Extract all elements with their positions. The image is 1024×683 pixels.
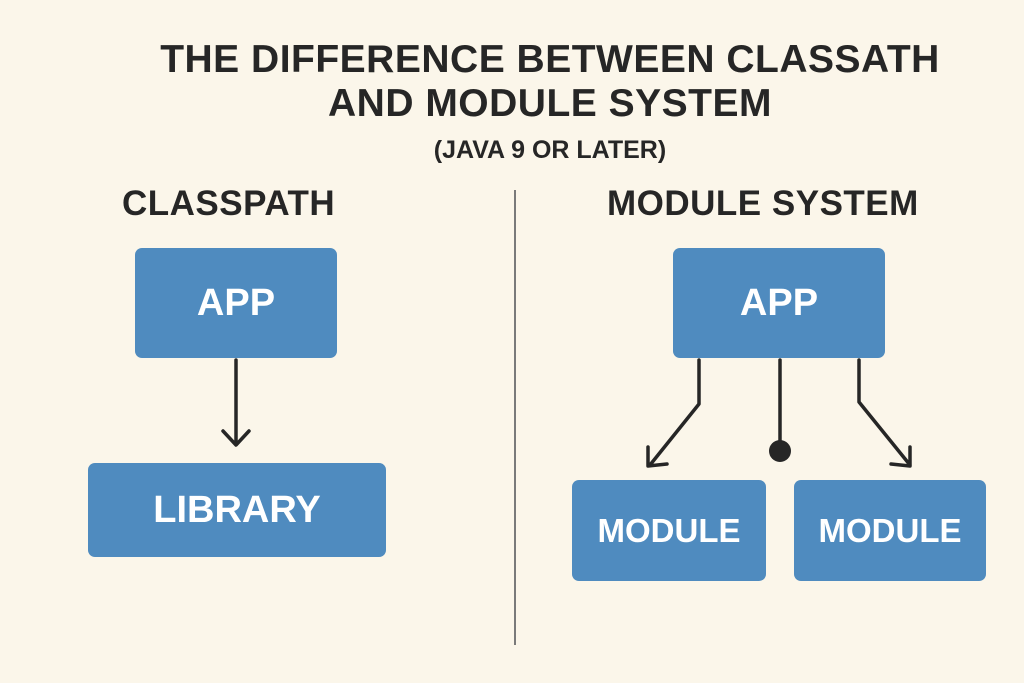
module-box-left: MODULE	[572, 480, 766, 581]
classpath-heading: CLASSPATH	[122, 184, 336, 223]
divider	[514, 190, 516, 645]
library-box: LIBRARY	[88, 463, 386, 557]
title-line-1: THE DIFFERENCE BETWEEN CLASSATH	[160, 38, 940, 81]
subtitle: (JAVA 9 OR LATER)	[433, 136, 667, 164]
classpath-app-box: APP	[135, 248, 337, 358]
module-box-right: MODULE	[794, 480, 986, 581]
left-module-arrow	[646, 358, 701, 468]
title-line-2: AND MODULE SYSTEM	[327, 82, 772, 125]
module-app-box: APP	[673, 248, 885, 358]
classpath-arrow	[221, 358, 251, 447]
connector-dot-icon	[769, 440, 791, 462]
right-module-arrow	[857, 358, 912, 468]
module-system-heading: MODULE SYSTEM	[607, 184, 919, 223]
